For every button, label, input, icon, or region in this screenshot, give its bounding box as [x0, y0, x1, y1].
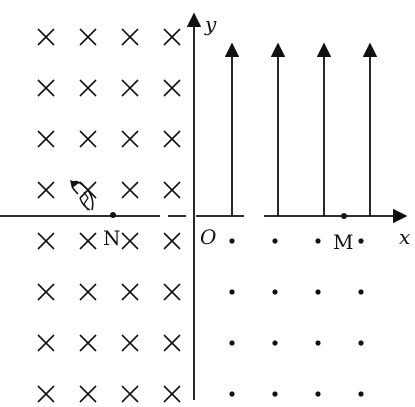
field-dot-mark: [272, 340, 278, 346]
field-cross-mark: [163, 181, 181, 199]
field-cross-mark: [79, 385, 97, 403]
field-cross-mark: [79, 334, 97, 352]
field-cross-mark: [121, 130, 139, 148]
field-cross-mark: [163, 283, 181, 301]
field-cross-mark: [79, 232, 97, 250]
field-cross-mark: [121, 283, 139, 301]
field-dot-mark: [272, 391, 278, 397]
field-dot-mark: [315, 289, 321, 295]
field-dot-mark: [229, 340, 235, 346]
field-cross-mark: [37, 79, 55, 97]
field-cross-mark: [121, 385, 139, 403]
field-cross-mark: [37, 232, 55, 250]
particle-launcher-icon: [70, 180, 94, 211]
field-cross-mark: [163, 130, 181, 148]
field-dot-mark: [272, 289, 278, 295]
field-cross-mark: [37, 334, 55, 352]
x-axis-label: x: [399, 225, 410, 249]
field-dot-mark: [358, 391, 364, 397]
field-dot-mark: [229, 238, 235, 244]
field-dot-mark: [229, 391, 235, 397]
point-n-label: N: [103, 226, 121, 250]
field-dot-mark: [358, 289, 364, 295]
field-cross-mark: [37, 28, 55, 46]
field-cross-mark: [37, 181, 55, 199]
field-dot-mark: [315, 391, 321, 397]
field-cross-mark: [121, 181, 139, 199]
field-cross-mark: [79, 28, 97, 46]
field-cross-mark: [163, 334, 181, 352]
field-cross-mark: [121, 28, 139, 46]
field-cross-mark: [163, 232, 181, 250]
field-dot-mark: [272, 238, 278, 244]
field-cross-mark: [121, 79, 139, 97]
field-dot-mark: [315, 238, 321, 244]
field-cross-mark: [37, 385, 55, 403]
left-field-cross-grid: [37, 28, 181, 403]
field-cross-mark: [163, 79, 181, 97]
field-cross-mark: [37, 283, 55, 301]
field-cross-mark: [121, 232, 139, 250]
field-dot-mark: [358, 238, 364, 244]
field-cross-mark: [79, 79, 97, 97]
field-cross-mark: [163, 385, 181, 403]
field-cross-mark: [37, 130, 55, 148]
field-cross-mark: [121, 334, 139, 352]
upward-field-arrows: [224, 42, 378, 216]
point-m-marker: [341, 213, 347, 219]
right-field-dot-grid: [229, 238, 364, 397]
field-dot-mark: [358, 340, 364, 346]
origin-label: O: [200, 225, 216, 249]
field-cross-mark: [163, 28, 181, 46]
field-dot-mark: [315, 340, 321, 346]
field-cross-mark: [79, 283, 97, 301]
y-axis-label: y: [204, 12, 217, 36]
point-n-marker: [110, 212, 116, 218]
field-dot-mark: [229, 289, 235, 295]
field-cross-mark: [79, 130, 97, 148]
point-m-label: M: [333, 230, 353, 254]
